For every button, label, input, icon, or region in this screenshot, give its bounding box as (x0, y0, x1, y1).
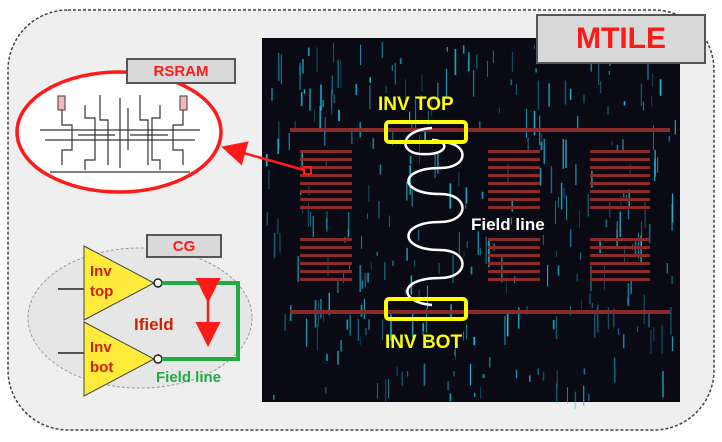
inv-bot-bubble (153, 354, 163, 364)
rsram-callout (15, 70, 305, 194)
inv-bot-highlight (384, 297, 468, 321)
chip-bar (300, 190, 352, 193)
chip-bar (300, 182, 352, 185)
chip-rail (290, 128, 670, 132)
chip-bar (590, 150, 650, 153)
chip-bar (300, 246, 352, 249)
rsram-schematic (40, 95, 200, 173)
chip-bar (488, 166, 540, 169)
chip-bar (300, 150, 352, 153)
chip-bar (488, 238, 540, 241)
inv-top-gate-label-2: top (90, 283, 113, 300)
chip-bar (300, 254, 352, 257)
mtile-tag: MTILE (536, 14, 706, 64)
chip-bar (488, 182, 540, 185)
mtile-label: MTILE (576, 22, 666, 55)
field-line-chip-label: Field line (471, 215, 545, 234)
chip-bar (300, 198, 352, 201)
chip-bar (300, 206, 352, 209)
chip-rail (290, 310, 670, 314)
chip-bar (590, 198, 650, 201)
chip-bar (300, 238, 352, 241)
rsram-label: RSRAM (153, 62, 209, 80)
cg-field-line-label: Field line (156, 369, 221, 386)
chip-bar (300, 278, 352, 281)
rsram-location-marker (303, 166, 312, 175)
chip-bar (488, 278, 540, 281)
inv-bot-label: INV BOT (385, 332, 462, 353)
inv-bot-gate-label-2: bot (90, 359, 113, 376)
chip-bar (300, 270, 352, 273)
chip-bar (488, 254, 540, 257)
chip-bar (488, 206, 540, 209)
chip-bar (300, 262, 352, 265)
inv-top-highlight (384, 120, 468, 144)
chip-bar (488, 270, 540, 273)
rsram-pointer-arrow (221, 141, 305, 172)
chip-bar (590, 166, 650, 169)
chip-bar (590, 206, 650, 209)
chip-background (262, 38, 680, 402)
chip-bar (590, 182, 650, 185)
chip-bar (590, 246, 650, 249)
chip-bar (590, 262, 650, 265)
chip-bar (300, 166, 352, 169)
chip-bar (488, 174, 540, 177)
chip-bar (590, 158, 650, 161)
inv-top-bubble (153, 278, 163, 288)
chip-bar (488, 150, 540, 153)
inv-top-buffer (83, 245, 156, 321)
chip-bar (590, 190, 650, 193)
cg-callout: Inv top Inv bot Ifield Field line (27, 245, 253, 397)
inv-top-gate-label-1: Inv (90, 263, 112, 280)
chip-layout: INV TOP INV BOT Field line (262, 38, 680, 409)
chip-bar (488, 262, 540, 265)
rsram-ellipse (15, 70, 223, 194)
chip-bar (488, 158, 540, 161)
chip-bar (488, 198, 540, 201)
inv-top-label: INV TOP (378, 94, 454, 115)
chip-bar (590, 254, 650, 257)
chip-bars (290, 128, 670, 314)
chip-bar (590, 278, 650, 281)
chip-bar (590, 238, 650, 241)
chip-bar (488, 190, 540, 193)
inv-bot-gate-label-1: Inv (90, 339, 112, 356)
cg-tag: CG (146, 234, 222, 258)
chip-bar (590, 270, 650, 273)
rsram-tag: RSRAM (126, 58, 236, 84)
cg-label: CG (172, 237, 196, 255)
chip-bar (300, 158, 352, 161)
chip-bar (300, 174, 352, 177)
chip-bar (488, 246, 540, 249)
chip-bar (590, 174, 650, 177)
inv-bot-buffer (83, 321, 156, 397)
ifield-label: Ifield (134, 315, 174, 334)
